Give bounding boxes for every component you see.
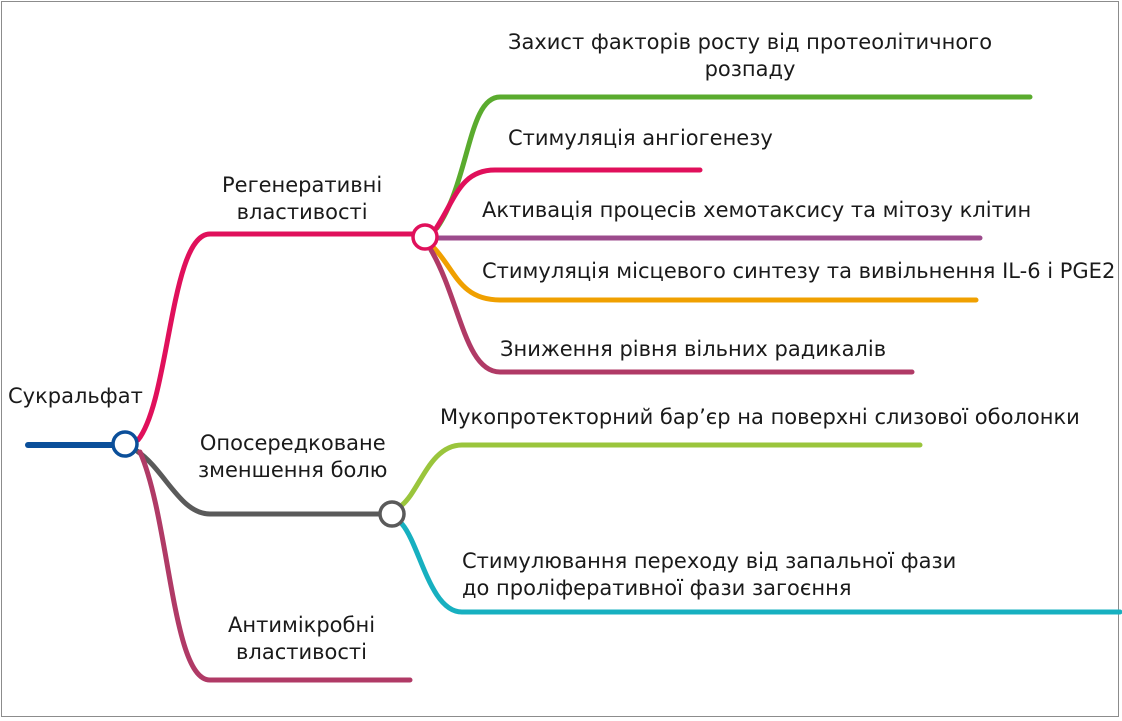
leaf-label-phase: Стимулювання переходу від запальної фази…: [462, 549, 957, 600]
pain-barrier-connector: [399, 442, 923, 508]
pain-phase-connector: [399, 521, 1122, 615]
pain-branch-label: Опосередковане зменшення болю: [198, 431, 388, 482]
leaf-label-barrier: Мукопротекторний бар’єр на поверхні слиз…: [440, 405, 1080, 429]
leaf-label-angio: Стимуляція ангіогенезу: [508, 126, 773, 150]
pain-connector: [134, 448, 383, 517]
regen-node: [411, 223, 439, 251]
leaf-label-chemo: Активація процесів хемотаксису та мітозу…: [482, 198, 1032, 222]
regen-branch-label: Регенеративні властивості: [222, 173, 383, 224]
regen-il6-connector: [431, 245, 979, 303]
antimicrobial-branch-label: Антимікробні властивості: [228, 613, 376, 664]
regen-connector: [135, 231, 416, 443]
pain-node: [378, 500, 406, 528]
leaf-label-growth: Захист факторів росту від протеолітичног…: [508, 30, 993, 81]
regen-angio-connector: [432, 167, 703, 233]
regen-radicals-connector: [428, 247, 915, 375]
root-node: [111, 430, 139, 458]
antimicrobial-connector: [137, 449, 413, 683]
root-label: Сукральфат: [8, 384, 143, 408]
leaf-label-radicals: Зниження рівня вільних радикалів: [500, 337, 887, 361]
leaf-label-il6: Стимуляція місцевого синтезу та вивільне…: [482, 259, 1116, 283]
